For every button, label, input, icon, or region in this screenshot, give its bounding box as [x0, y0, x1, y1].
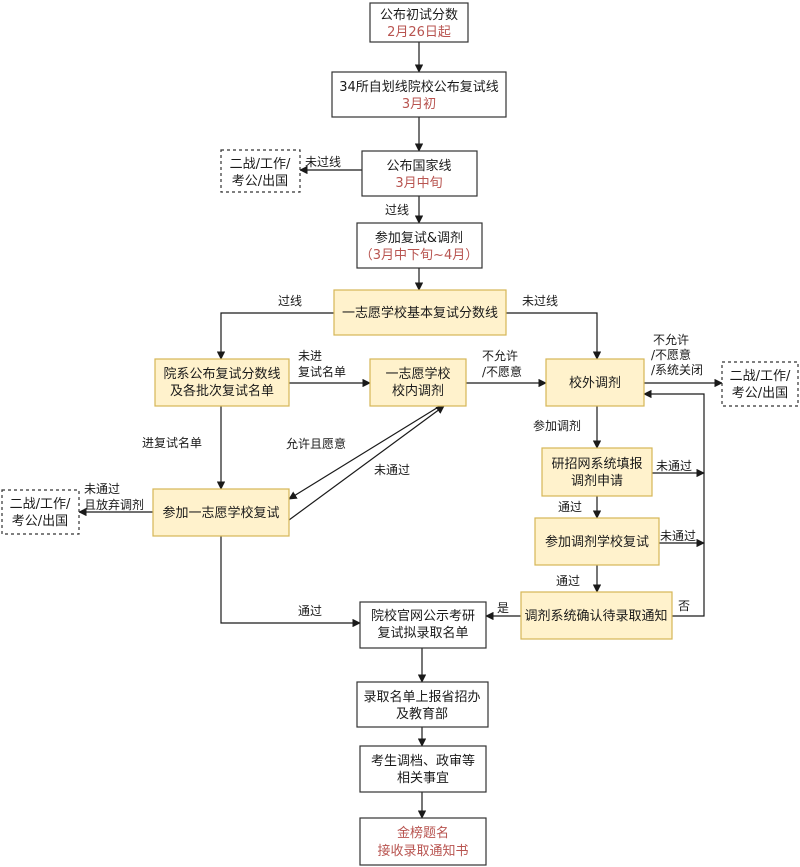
node-report-list: 录取名单上报省招办 及教育部	[356, 681, 489, 728]
svg-text:接收录取通知书: 接收录取通知书	[377, 843, 468, 859]
svg-text:研招网系统填报: 研招网系统填报	[551, 457, 642, 472]
node-announce-scores: 公布初试分数 2月26日起	[369, 2, 469, 43]
label-pass-first-retest: 通过	[298, 604, 322, 618]
edges	[78, 42, 723, 819]
node-retest-adjust: 参加复试&调剂 （3月中下旬~4月）	[356, 222, 483, 269]
edge-internal-to-retest	[288, 405, 441, 500]
svg-text:校外调剂: 校外调剂	[569, 375, 621, 391]
node-dept-list: 院系公布复试分数线 及各批次复试名单	[154, 358, 290, 407]
svg-text:二战/工作/: 二战/工作/	[230, 157, 291, 172]
svg-text:考公/出国: 考公/出国	[12, 514, 68, 529]
svg-text:参加一志愿学校复试: 参加一志愿学校复试	[162, 505, 279, 521]
label-yes: 是	[497, 601, 509, 615]
svg-text:参加调剂学校复试: 参加调剂学校复试	[545, 534, 649, 550]
svg-text:一志愿学校: 一志愿学校	[385, 366, 450, 382]
edge-feedback-line	[643, 389, 705, 617]
svg-text:录取名单上报省招办: 录取名单上报省招办	[363, 689, 480, 705]
node-other-path-left-top: 二战/工作/ 考公/出国	[220, 149, 301, 193]
label-allow-willing: 允许且愿意	[286, 436, 346, 451]
svg-text:金榜题名: 金榜题名	[397, 825, 449, 841]
svg-text:调剂系统确认待录取通知: 调剂系统确认待录取通知	[524, 608, 667, 624]
svg-text:院校官网公示考研: 院校官网公示考研	[371, 608, 475, 624]
node-external-adjust: 校外调剂	[545, 358, 645, 407]
label-fail-apply: 未通过	[656, 459, 692, 473]
svg-text:3月初: 3月初	[402, 97, 436, 112]
svg-text:考公/出国: 考公/出国	[732, 386, 788, 401]
label-fail-national: 未过线	[305, 155, 341, 169]
edge-firstline-pass	[216, 312, 334, 360]
node-publish-list: 院校官网公示考研 复试拟录取名单	[359, 601, 487, 649]
svg-text:院系公布复试分数线: 院系公布复试分数线	[163, 367, 280, 382]
svg-text:考生调档、政审等: 考生调档、政审等	[371, 753, 475, 769]
node-line-34: 34所自划线院校公布复试线 3月初	[331, 71, 507, 118]
label-not-allowed-mid-1: 不允许	[482, 348, 518, 363]
label-fail-retest-up: 未通过	[374, 463, 410, 477]
edge-retest-to-internal	[288, 405, 445, 521]
svg-text:参加复试&调剂: 参加复试&调剂	[375, 230, 463, 246]
label-pass-apply: 通过	[558, 500, 582, 514]
label-pass-national: 过线	[385, 203, 409, 217]
node-internal-adjust: 一志愿学校 校内调剂	[369, 358, 467, 407]
node-first-choice-retest: 参加一志愿学校复试	[152, 488, 290, 537]
node-other-path-right: 二战/工作/ 考公/出国	[721, 361, 799, 407]
label-not-allowed-right-3: /系统关闭	[651, 363, 703, 377]
node-confirm-notice: 调剂系统确认待录取通知	[520, 591, 673, 640]
svg-text:二战/工作/: 二战/工作/	[730, 369, 791, 384]
edge-labels: 未过线 过线 过线 未过线 未进 复试名单 不允许 /不愿意 不允许 /不愿意 …	[84, 155, 703, 618]
svg-text:一志愿学校基本复试分数线: 一志愿学校基本复试分数线	[342, 305, 498, 321]
label-not-allowed-right-2: /不愿意	[651, 347, 691, 362]
label-not-allowed-mid-2: /不愿意	[482, 364, 522, 379]
svg-text:考公/出国: 考公/出国	[232, 174, 288, 189]
label-no: 否	[678, 599, 690, 613]
node-final: 金榜题名 接收录取通知书	[359, 817, 487, 866]
svg-text:公布初试分数: 公布初试分数	[380, 8, 458, 23]
svg-text:相关事宜: 相关事宜	[397, 771, 449, 786]
svg-text:34所自划线院校公布复试线: 34所自划线院校公布复试线	[339, 79, 499, 95]
svg-text:2月26日起: 2月26日起	[387, 25, 451, 40]
node-first-choice-line: 一志愿学校基本复试分数线	[333, 289, 507, 336]
label-fail-adjust-retest: 未通过	[660, 529, 696, 543]
label-join-adjust: 参加调剂	[533, 418, 581, 433]
edge-retest-pass	[220, 536, 361, 628]
svg-text:复试拟录取名单: 复试拟录取名单	[377, 625, 468, 641]
edge-firstline-fail	[506, 312, 602, 360]
node-system-apply: 研招网系统填报 调剂申请	[541, 447, 653, 497]
node-archive: 考生调档、政审等 相关事宜	[359, 745, 487, 793]
svg-text:（3月中下旬~4月）: （3月中下旬~4月）	[360, 248, 478, 263]
label-not-allowed-right-1: 不允许	[653, 332, 689, 347]
node-other-path-left: 二战/工作/ 考公/出国	[1, 489, 80, 535]
node-adjust-retest: 参加调剂学校复试	[534, 517, 660, 566]
svg-text:公布国家线: 公布国家线	[386, 158, 451, 174]
label-pass-first: 过线	[278, 294, 302, 308]
svg-text:二战/工作/: 二战/工作/	[10, 497, 71, 512]
svg-text:及教育部: 及教育部	[396, 706, 448, 722]
label-not-in-list-1: 未进	[298, 349, 322, 363]
svg-text:校内调剂: 校内调剂	[392, 383, 444, 399]
svg-text:调剂申请: 调剂申请	[571, 474, 623, 489]
node-national-line: 公布国家线 3月中旬	[361, 150, 478, 197]
label-not-in-list-2: 复试名单	[298, 364, 346, 379]
svg-text:3月中旬: 3月中旬	[395, 176, 442, 191]
label-fail-giveup-2: 且放弃调剂	[84, 497, 144, 512]
label-fail-giveup-1: 未通过	[84, 482, 120, 496]
label-fail-first: 未过线	[522, 294, 558, 308]
label-pass-adjust-retest: 通过	[556, 574, 580, 588]
label-enter-list: 进复试名单	[142, 435, 202, 450]
svg-text:及各批次复试名单: 及各批次复试名单	[170, 383, 274, 399]
